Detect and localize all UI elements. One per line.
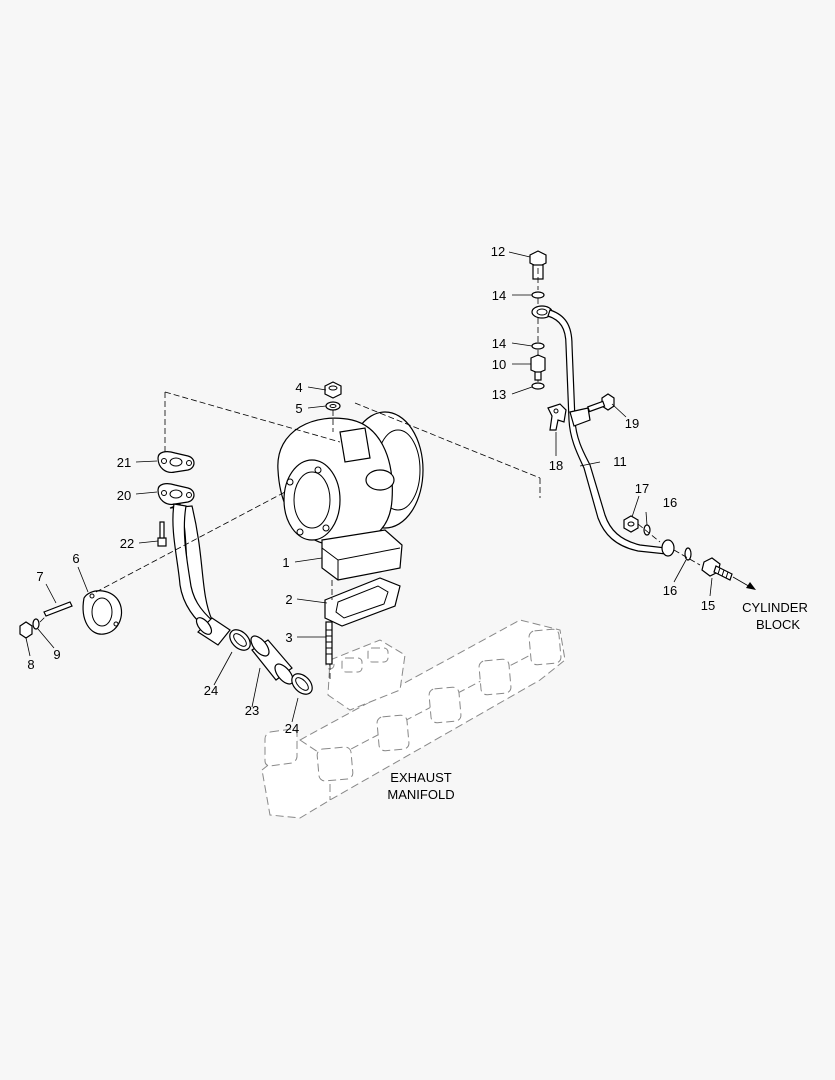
washer-9 (32, 618, 40, 630)
adapter-10 (530, 354, 546, 381)
callout-2: 2 (285, 592, 292, 607)
arrow-to-cylinder-block (732, 576, 756, 590)
callout-13: 13 (492, 387, 506, 402)
bolt-22 (157, 521, 167, 547)
gasket-21 (157, 451, 195, 473)
washer-16-lower (684, 547, 692, 561)
cover-plate-6 (82, 590, 123, 635)
washer-14-lower (531, 342, 545, 350)
callout-14-lower: 14 (492, 336, 506, 351)
callout-23: 23 (245, 703, 259, 718)
callout-12: 12 (491, 244, 505, 259)
callout-14-upper: 14 (492, 288, 506, 303)
nut-8 (19, 621, 33, 639)
bolt-19 (587, 393, 615, 413)
leader-lines (25, 251, 713, 723)
turbocharger (277, 411, 424, 581)
callout-22: 22 (120, 536, 134, 551)
gasket-20 (157, 483, 195, 505)
exhaust-manifold (261, 619, 566, 819)
washer-13 (531, 382, 545, 390)
callout-20: 20 (117, 488, 131, 503)
callout-24-left: 24 (204, 683, 218, 698)
note-exhaust-manifold-line1: EXHAUST (390, 770, 451, 785)
stud-7 (43, 601, 73, 617)
washer-14-upper (531, 291, 545, 299)
pipe-fitting-lower (661, 539, 675, 557)
callout-7: 7 (36, 569, 43, 584)
note-exhaust-manifold-line2: MANIFOLD (387, 787, 454, 802)
callout-19: 19 (625, 416, 639, 431)
clamp-24-lower (291, 673, 313, 695)
nut-17 (623, 515, 639, 533)
stud-turbo (325, 621, 333, 665)
callout-6: 6 (72, 551, 79, 566)
callout-10: 10 (492, 357, 506, 372)
clamp-24-upper (229, 629, 251, 651)
bracket-18 (547, 403, 567, 431)
callout-17: 17 (635, 481, 649, 496)
callout-5: 5 (295, 401, 302, 416)
callout-24-right: 24 (285, 721, 299, 736)
callout-8: 8 (27, 657, 34, 672)
clip-bracket (569, 407, 591, 427)
callout-labels: 1 2 3 4 5 6 7 8 9 10 11 12 13 14 14 15 1… (27, 244, 715, 736)
callout-3: 3 (285, 630, 292, 645)
banjo-bolt-12 (529, 250, 547, 280)
callout-9: 9 (53, 647, 60, 662)
callout-11: 11 (613, 454, 627, 469)
gasket-turbo-base (324, 577, 401, 627)
connector-15 (701, 557, 733, 581)
hose-short (195, 617, 231, 646)
nut-4 (324, 381, 342, 399)
callout-1: 1 (282, 555, 289, 570)
callout-16-upper: 16 (663, 495, 677, 510)
callout-4: 4 (295, 380, 302, 395)
callout-16-lower: 16 (663, 583, 677, 598)
callout-21: 21 (117, 455, 131, 470)
note-cylinder-block-line2: BLOCK (756, 617, 800, 632)
callout-15: 15 (701, 598, 715, 613)
washer-5 (325, 401, 341, 411)
note-cylinder-block-line1: CYLINDER (742, 600, 808, 615)
assembly-lines (39, 268, 701, 680)
oil-supply-pipe-11 (547, 309, 667, 555)
hose-23 (250, 635, 294, 685)
notes: CYLINDER BLOCK EXHAUST MANIFOLD (387, 600, 807, 802)
callout-18: 18 (549, 458, 563, 473)
oil-return-pipe (169, 503, 215, 631)
